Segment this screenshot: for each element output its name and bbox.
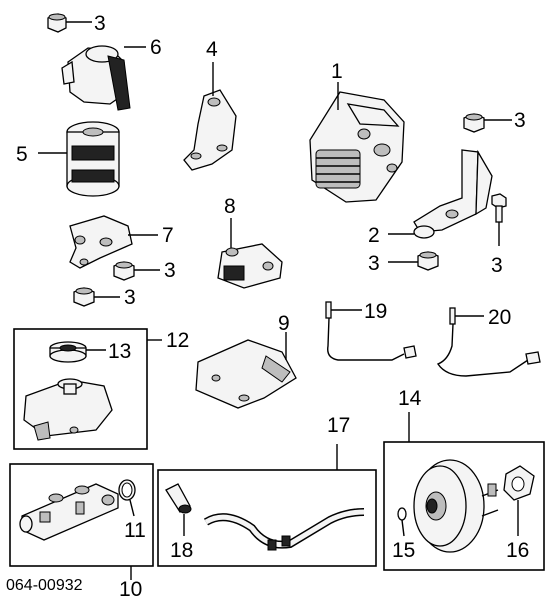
sensor-part-8 (217, 218, 283, 289)
callout-18: 18 (170, 539, 193, 562)
gasket-part-16 (503, 465, 535, 536)
callout-2: 2 (368, 224, 380, 247)
bracket-part-2 (388, 149, 493, 239)
brake-booster (413, 459, 499, 553)
callout-3-right-lower: 3 (491, 254, 503, 277)
mount-part-6 (61, 45, 146, 111)
vacuum-hose (203, 508, 365, 551)
callout-12: 12 (166, 329, 189, 352)
callout-16: 16 (506, 539, 529, 562)
plate-part-7 (69, 215, 158, 269)
box-part-12 (13, 328, 148, 450)
callout-13: 13 (108, 340, 131, 363)
callout-10: 10 (119, 578, 142, 600)
callout-1: 1 (331, 60, 343, 83)
insulator-part-5 (38, 121, 120, 197)
callout-11: 11 (124, 519, 146, 542)
cover-plate-part-9 (195, 332, 297, 409)
box-part-10 (9, 463, 154, 567)
callout-14: 14 (398, 387, 422, 410)
callout-3-left-upper: 3 (164, 259, 176, 282)
reservoir (23, 378, 113, 441)
callout-3-center: 3 (368, 252, 380, 275)
callout-5: 5 (16, 143, 28, 166)
nut-part-3-left-lower (73, 287, 120, 307)
nut-part-3-center (388, 251, 439, 271)
cap-part-13 (49, 341, 106, 363)
nut-part-3-left-upper (113, 261, 160, 281)
seal-part-15 (397, 507, 407, 537)
box-part-14 (383, 441, 545, 571)
hose-part-18 (165, 483, 192, 536)
callout-3-top: 3 (94, 12, 106, 35)
sensor-wire-part-19 (325, 301, 417, 361)
callout-20: 20 (488, 306, 511, 329)
sensor-wire-part-20 (436, 307, 541, 377)
callout-17: 17 (327, 414, 350, 437)
bolt-part-3-right (491, 193, 507, 246)
callout-8: 8 (224, 195, 236, 218)
diagram-code: 064-00932 (6, 577, 83, 594)
callout-15: 15 (392, 539, 415, 562)
o-ring-part-11 (118, 479, 136, 517)
nut-part-3-right-upper (463, 113, 512, 133)
callout-3-left-lower: 3 (124, 286, 136, 309)
callout-19: 19 (364, 300, 387, 323)
nut-part-3-top (47, 13, 92, 33)
master-cylinder (19, 483, 119, 541)
callout-7: 7 (162, 224, 174, 247)
callout-3-right-upper: 3 (514, 109, 526, 132)
abs-modulator-part-1 (309, 82, 405, 203)
callout-4: 4 (206, 38, 218, 61)
box-part-17 (157, 469, 377, 567)
bracket-part-4 (183, 62, 237, 171)
callout-9: 9 (278, 312, 290, 335)
callout-6: 6 (150, 36, 162, 59)
